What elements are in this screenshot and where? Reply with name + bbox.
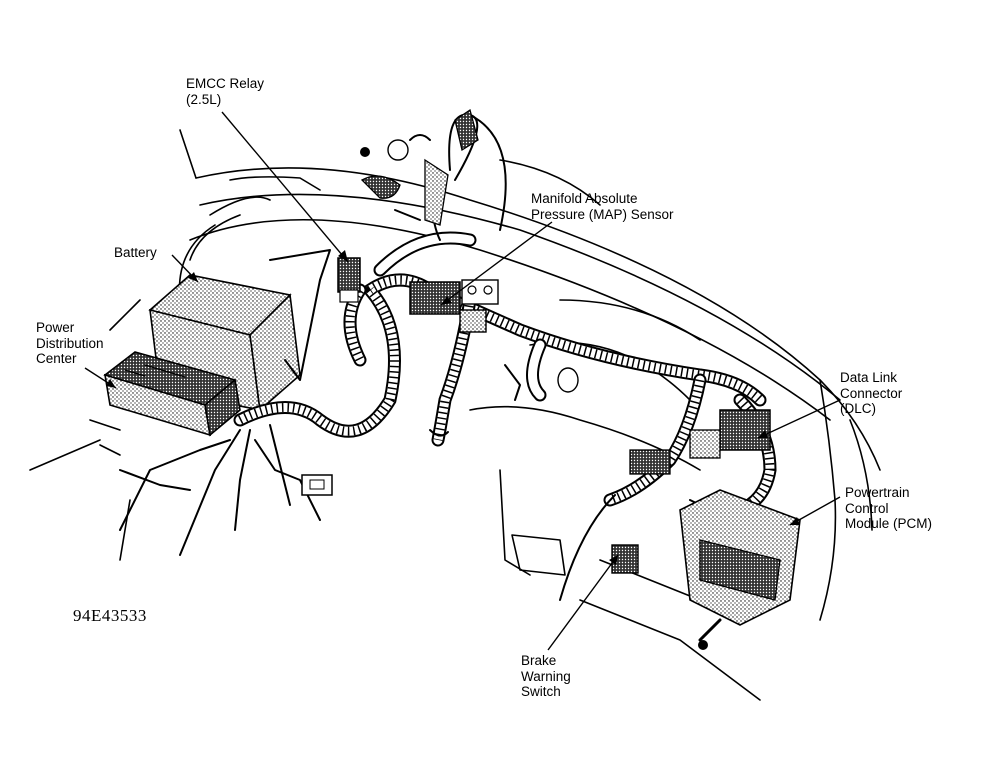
label-powertrain-control-module: Powertrain Control Module (PCM) — [845, 485, 933, 531]
pcm-illustration — [679, 489, 801, 650]
misc-connectors-illustration — [429, 364, 671, 475]
label-power-distribution-center: Power Distribution Center — [36, 320, 104, 366]
pdc-illustration — [103, 351, 241, 437]
emcc-relay-illustration — [337, 257, 361, 303]
label-map-sensor: Manifold Absolute Pressure (MAP) Sensor — [531, 191, 674, 222]
leader-lines — [84, 111, 841, 651]
label-data-link-connector: Data Link Connector (DLC) — [840, 370, 903, 416]
figure-id: 94E43533 — [73, 606, 147, 625]
map-sensor-illustration — [409, 279, 499, 333]
label-emcc-relay: EMCC Relay (2.5L) — [186, 76, 265, 107]
throttle-parts-illustration — [360, 108, 479, 226]
connector-plug-illustration — [301, 474, 333, 496]
dlc-illustration — [689, 409, 771, 459]
label-brake-warning-switch: Brake Warning Switch — [521, 653, 571, 699]
label-battery: Battery — [114, 245, 157, 260]
vehicle-body-outline — [29, 129, 881, 701]
